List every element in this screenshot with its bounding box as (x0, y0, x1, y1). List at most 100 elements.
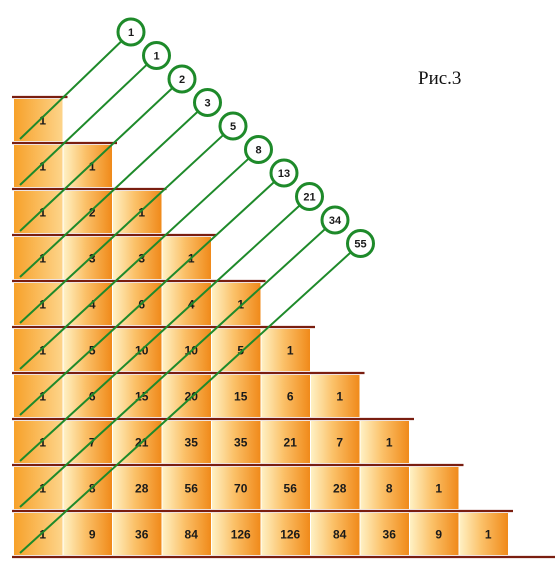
pascal-number: 6 (89, 390, 96, 404)
diagonal-line (19, 63, 148, 186)
fibonacci-circle (116, 17, 146, 47)
pascal-number: 1 (287, 344, 294, 358)
pascal-number: 7 (89, 436, 96, 450)
pascal-cell (162, 283, 211, 325)
pascal-cell (261, 513, 310, 555)
fibonacci-circle (218, 111, 248, 141)
pascal-cells (14, 99, 508, 555)
diagonal-line (19, 134, 225, 324)
pascal-number: 9 (435, 528, 442, 542)
fibonacci-circle (346, 229, 375, 258)
pascal-number: 36 (135, 528, 149, 542)
pascal-cell (212, 467, 261, 509)
pascal-cell (63, 513, 112, 555)
pascal-number: 1 (386, 436, 393, 450)
pascal-cell (14, 421, 63, 463)
pascal-cell (459, 513, 508, 555)
pascal-cell (113, 283, 162, 325)
pascal-cell (14, 467, 63, 509)
pascal-numbers: 1111211331146411510105116152015611721353… (39, 114, 492, 542)
pascal-number: 9 (89, 528, 96, 542)
pascal-number: 36 (383, 528, 397, 542)
pascal-number: 56 (284, 482, 298, 496)
pascal-cell (311, 375, 360, 417)
pascal-cell (113, 375, 162, 417)
fibonacci-number: 5 (230, 121, 236, 133)
pascal-number: 84 (333, 528, 347, 542)
pascal-cell (63, 467, 112, 509)
pascal-cell (113, 329, 162, 371)
pascal-cell (261, 421, 310, 463)
pascal-cell (63, 329, 112, 371)
pascal-cell (113, 467, 162, 509)
pascal-cell (162, 513, 211, 555)
pascal-number: 1 (39, 206, 46, 220)
pascal-cell (113, 513, 162, 555)
pascal-number: 1 (39, 482, 46, 496)
pascal-number: 84 (185, 528, 199, 542)
pascal-number: 5 (89, 344, 96, 358)
pascal-number: 1 (39, 114, 46, 128)
pascal-cell (360, 513, 409, 555)
pascal-number: 126 (280, 528, 300, 542)
pascal-number: 2 (89, 206, 96, 220)
pascal-number: 28 (135, 482, 149, 496)
fibonacci-number: 3 (204, 98, 210, 110)
diagonal-line (19, 110, 199, 278)
pascal-number: 5 (237, 344, 244, 358)
pascal-cell (63, 375, 112, 417)
diagonal-line (19, 204, 301, 462)
pascal-cell (14, 513, 63, 555)
fibonacci-number: 8 (255, 145, 261, 157)
pascal-cell (360, 467, 409, 509)
pascal-cell (162, 329, 211, 371)
fibonacci-circle (167, 64, 197, 94)
pascal-cell (63, 283, 112, 325)
pascal-number: 8 (89, 482, 96, 496)
pascal-cell (113, 191, 162, 233)
pascal-number: 1 (39, 252, 46, 266)
pascal-cell (261, 467, 310, 509)
fibonacci-number: 55 (354, 239, 366, 251)
pascal-cell (162, 467, 211, 509)
figure-label: Рис.3 (418, 68, 462, 89)
fibonacci-circle (320, 205, 350, 235)
fibonacci-circle (269, 158, 299, 188)
fibonacci-number: 1 (153, 51, 159, 63)
diagonal-line (19, 181, 276, 416)
pascal-number: 1 (39, 528, 46, 542)
fibonacci-circle (295, 182, 324, 211)
diagonal-line (19, 228, 327, 508)
pascal-number: 1 (336, 390, 343, 404)
fibonacci-circle (244, 135, 273, 164)
pascal-cell (212, 283, 261, 325)
fibonacci-circle (142, 41, 171, 70)
pascal-cell (261, 329, 310, 371)
pascal-cell (162, 237, 211, 279)
pascal-cell (212, 375, 261, 417)
pascal-number: 1 (39, 436, 46, 450)
pascal-number: 1 (485, 528, 492, 542)
pascal-cell (311, 513, 360, 555)
pascal-number: 35 (185, 436, 199, 450)
pascal-number: 1 (138, 206, 145, 220)
pascal-cell (162, 375, 211, 417)
pascal-number: 1 (89, 160, 96, 174)
pascal-number: 126 (231, 528, 251, 542)
diagonal-line (19, 251, 352, 554)
pascal-cell (63, 237, 112, 279)
pascal-number: 28 (333, 482, 347, 496)
pascal-cell (360, 421, 409, 463)
pascal-number: 1 (39, 390, 46, 404)
pascal-cell (14, 375, 63, 417)
pascal-number: 21 (284, 436, 298, 450)
pascal-cell (212, 513, 261, 555)
pascal-number: 6 (287, 390, 294, 404)
diagonal-line (19, 157, 250, 370)
pascal-number: 35 (234, 436, 248, 450)
diagonal-line (19, 40, 123, 140)
fibonacci-number: 2 (179, 74, 185, 86)
